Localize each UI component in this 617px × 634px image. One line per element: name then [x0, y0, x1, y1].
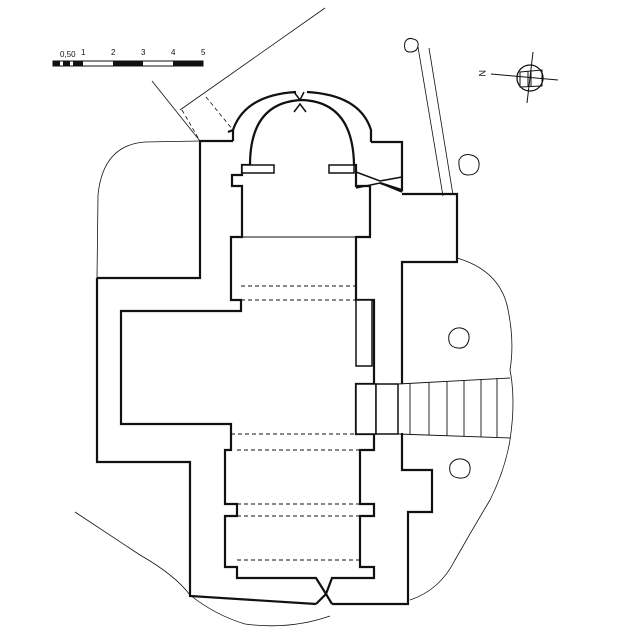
- site-boundary-lines: [151, 7, 326, 142]
- scale-bar: 0,50 1 2 3 4 5: [52, 48, 206, 67]
- apse-wall: [227, 90, 373, 166]
- outer-wall: [95, 139, 459, 606]
- apse-window: [293, 91, 307, 113]
- scale-label-0-50: 0,50: [60, 50, 76, 59]
- tree-symbols: [404, 37, 480, 479]
- pillars: [241, 164, 399, 435]
- scale-label-1: 1: [81, 48, 86, 57]
- scale-label-2: 2: [111, 48, 116, 57]
- side-window: [355, 171, 403, 193]
- north-label: N: [477, 70, 487, 77]
- scale-label-5: 5: [201, 48, 206, 57]
- road-lines: [417, 46, 454, 197]
- north-arrow-icon: N: [477, 51, 559, 104]
- scale-label-3: 3: [141, 48, 146, 57]
- entrance-steps: [397, 377, 511, 439]
- nave-divisions: [231, 236, 360, 561]
- scale-label-4: 4: [171, 48, 176, 57]
- church-inner-wall: [119, 163, 376, 605]
